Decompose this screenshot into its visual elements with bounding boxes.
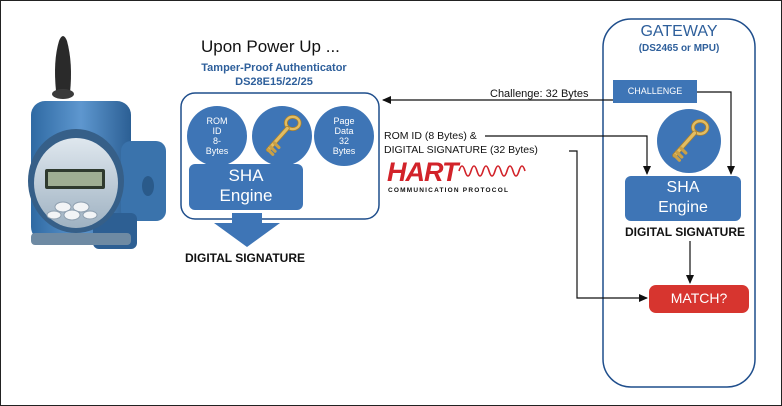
match-label: MATCH? <box>670 290 728 306</box>
output-signature-label: DIGITAL SIGNATURE <box>185 251 305 265</box>
authenticator-engine-label: SHA Engine <box>219 166 273 205</box>
challenge-to-engine-arrow <box>697 91 735 175</box>
signature-to-match-arrow <box>569 150 648 302</box>
gateway-engine-label: SHA Engine <box>658 179 708 216</box>
rom-id-arrow <box>485 135 651 175</box>
gateway-signature-label: DIGITAL SIGNATURE <box>625 225 745 239</box>
match-box <box>649 285 749 313</box>
down-arrow-icon <box>214 213 280 247</box>
hart-transmitter-device-illustration <box>28 36 166 249</box>
gateway-box <box>602 18 756 388</box>
authenticator-part: DS28E15/22/25 <box>235 76 313 88</box>
authenticator-label: Tamper-Proof Authenticator <box>201 62 347 74</box>
authenticator-box <box>180 92 380 220</box>
response-line-1: ROM ID (8 Bytes) & <box>384 130 477 142</box>
hart-logo: HART <box>387 157 459 187</box>
rom-id-text: ROM ID 8- Bytes <box>205 116 229 156</box>
challenge-box-label: CHALLENGE <box>627 86 683 96</box>
authenticator-sha-engine <box>189 164 303 210</box>
challenge-box <box>613 80 697 103</box>
page-title: Upon Power Up ... <box>201 37 340 56</box>
hart-tagline: COMMUNICATION PROTOCOL <box>388 187 510 194</box>
hart-wave-icon <box>458 165 526 177</box>
gateway-sha-engine <box>625 176 741 221</box>
response-line-2: DIGITAL SIGNATURE (32 Bytes) <box>384 144 538 156</box>
page-data-text: Page Data 32 Bytes <box>332 116 356 156</box>
rom-id-circle <box>187 106 247 166</box>
gateway-subtitle: (DS2465 or MPU) <box>638 43 720 54</box>
page-data-circle <box>314 106 374 166</box>
gateway-title: GATEWAY <box>640 23 718 40</box>
challenge-label: Challenge: 32 Bytes <box>490 88 589 100</box>
